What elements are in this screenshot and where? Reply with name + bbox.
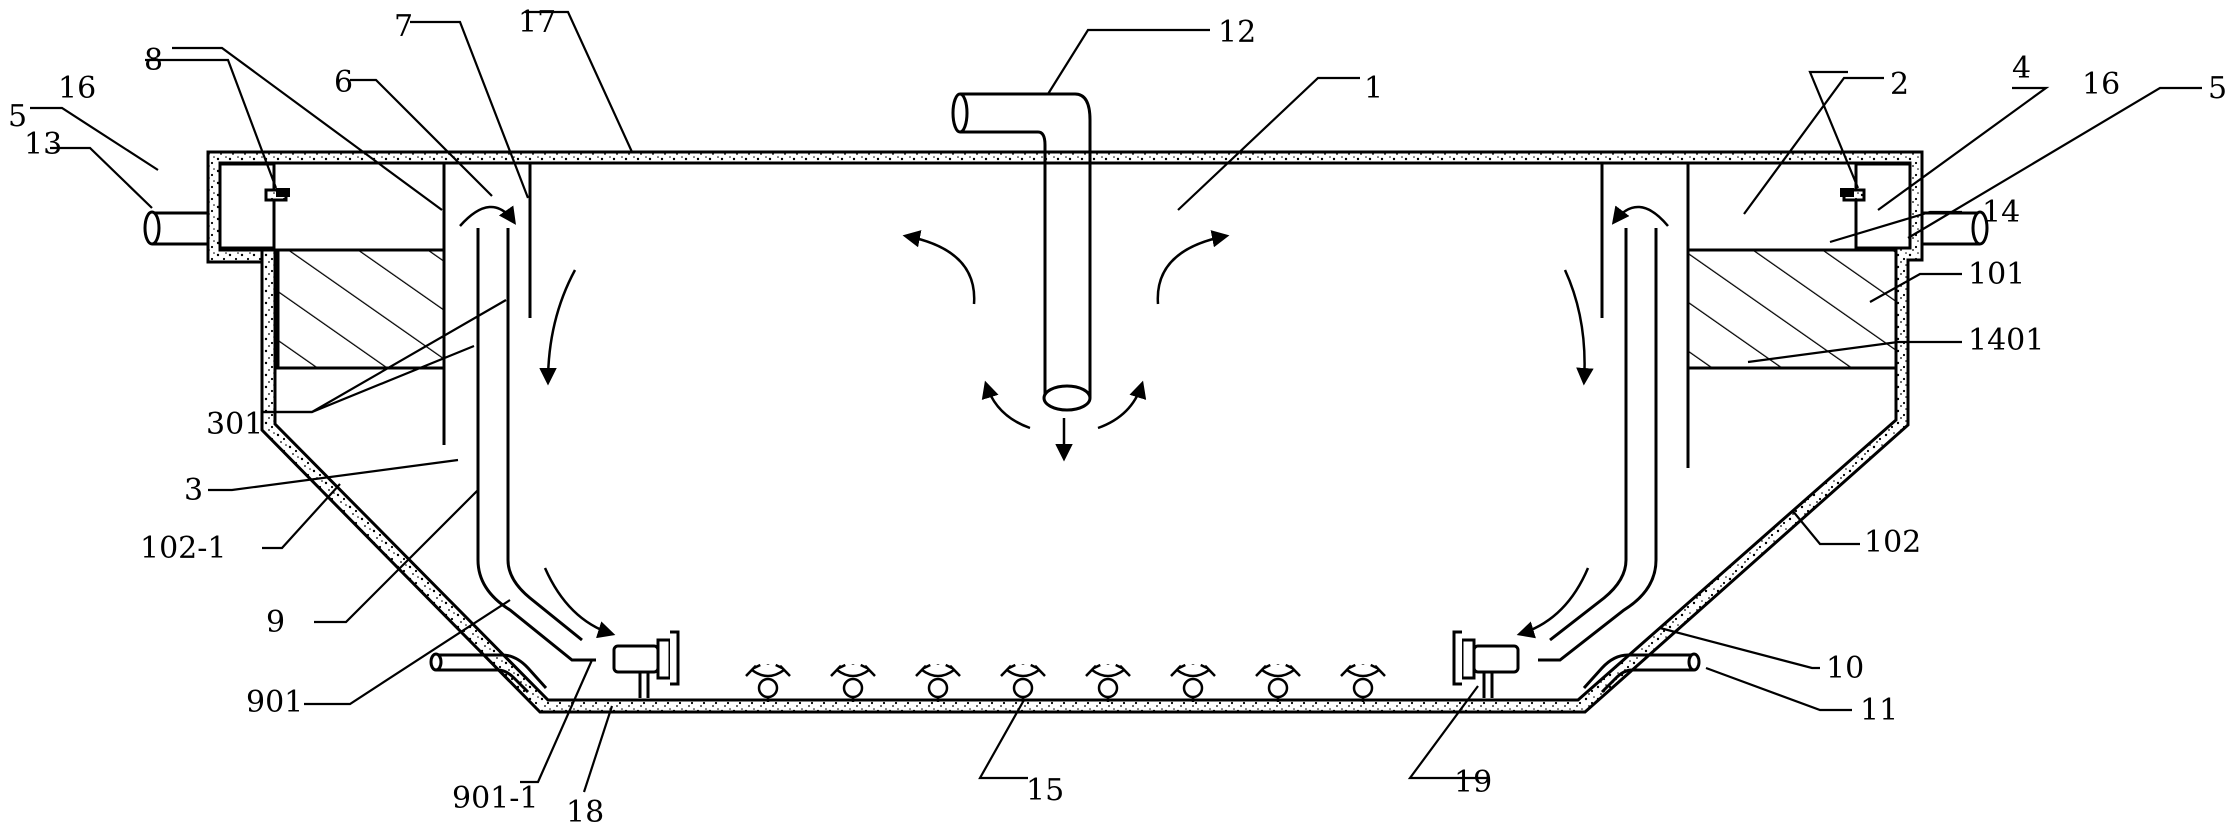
- label-18: 18: [566, 795, 604, 830]
- left-mixer: [612, 630, 680, 698]
- left-return-pipe: [476, 228, 596, 662]
- flow-arrow: [543, 567, 616, 639]
- aerator: [915, 663, 961, 702]
- flow-arrow: [1516, 567, 1590, 639]
- label-1401: 1401: [1968, 323, 2044, 358]
- left-outlet-pipe: [143, 210, 208, 246]
- flow-arrow: [539, 269, 577, 386]
- label-2: 2: [1890, 67, 1909, 102]
- label-10: 10: [1826, 651, 1864, 686]
- label-901: 901: [246, 685, 303, 720]
- reference-labels: 17 7 12 8 6 1 16 5 13 2 4 16 5 14 101 14…: [8, 5, 2227, 830]
- right-sludge-pipe: [1582, 652, 1701, 694]
- flow-arrow: [981, 380, 1031, 430]
- flow-arrow: [459, 205, 516, 227]
- label-3: 3: [184, 473, 203, 508]
- aerator: [1085, 663, 1131, 702]
- right-return-pipe: [1538, 228, 1658, 662]
- label-102: 102: [1864, 525, 1921, 560]
- right-baffles: [1600, 163, 1690, 468]
- label-301: 301: [206, 407, 263, 442]
- label-13: 13: [24, 127, 62, 162]
- label-12: 12: [1218, 15, 1256, 50]
- label-8: 8: [144, 43, 163, 78]
- flow-arrow: [1097, 380, 1147, 430]
- right-weir-plate: [1840, 188, 1854, 197]
- right-outlet-pipe: [1922, 210, 1989, 246]
- left-collection-trough: [206, 152, 288, 264]
- label-14: 14: [1982, 195, 2020, 230]
- aerator: [1255, 663, 1301, 702]
- flow-arrow: [1563, 269, 1594, 386]
- label-16-left: 16: [58, 71, 96, 106]
- aerator: [830, 663, 876, 702]
- label-901-1: 901-1: [452, 781, 538, 816]
- label-9: 9: [266, 605, 285, 640]
- aerator: [1000, 663, 1046, 702]
- left-baffles: [442, 163, 532, 445]
- right-mixer: [1452, 630, 1520, 698]
- label-11: 11: [1860, 693, 1898, 728]
- aerator: [745, 663, 791, 702]
- label-4: 4: [2012, 51, 2031, 86]
- leader-lines: [30, 10, 2202, 793]
- label-5-right: 5: [2208, 71, 2227, 106]
- left-filter-media: [276, 248, 446, 370]
- label-17: 17: [518, 5, 556, 40]
- flow-arrow: [902, 230, 976, 305]
- label-6: 6: [334, 65, 353, 100]
- aerator-row: [745, 663, 1386, 702]
- flow-arrow: [1156, 230, 1230, 305]
- left-sludge-pipe: [429, 652, 548, 694]
- label-16-right: 16: [2082, 67, 2120, 102]
- label-5-left: 5: [8, 99, 27, 134]
- label-1: 1: [1364, 71, 1383, 106]
- flow-arrows: [459, 205, 1669, 639]
- left-weir-plate: [276, 188, 290, 197]
- label-15: 15: [1026, 773, 1064, 808]
- label-7: 7: [394, 9, 413, 44]
- label-101: 101: [1968, 257, 2025, 292]
- aerator: [1170, 663, 1216, 702]
- right-filter-media: [1686, 248, 1898, 370]
- aerator: [1340, 663, 1386, 702]
- label-19: 19: [1454, 765, 1492, 800]
- center-inlet-pipe: [951, 92, 1092, 412]
- label-102-1: 102-1: [140, 531, 226, 566]
- flow-arrow: [1611, 205, 1669, 227]
